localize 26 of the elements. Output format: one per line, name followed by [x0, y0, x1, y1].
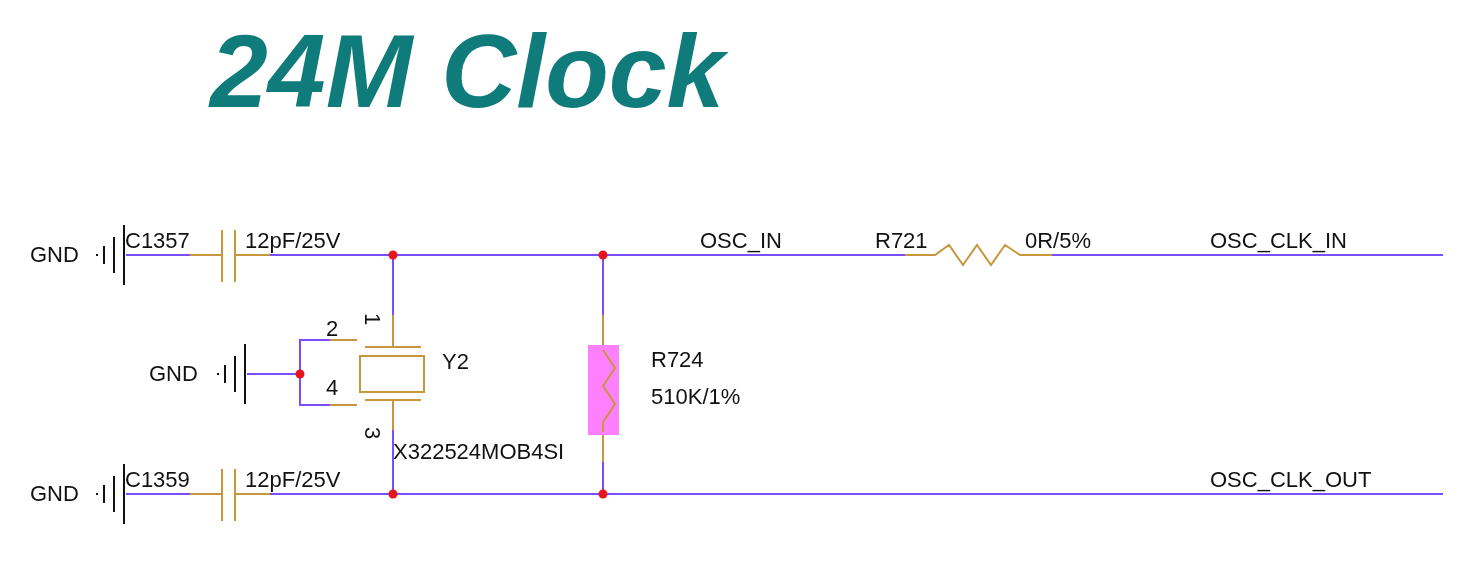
net-label: OSC_IN — [700, 228, 782, 255]
pin-number: 1 — [359, 313, 386, 326]
part-value: 510K/1% — [651, 384, 741, 411]
wire — [246, 339, 331, 406]
part-value: 0R/5% — [1025, 228, 1092, 255]
wire — [125, 493, 191, 495]
net-label: GND — [30, 481, 79, 508]
net-label: GND — [149, 361, 198, 388]
part-designator: Y2 — [442, 349, 469, 376]
resistor-symbol — [586, 315, 620, 462]
part-designator: R724 — [651, 347, 704, 374]
pin-number: 2 — [326, 316, 339, 343]
pin-number: 3 — [359, 427, 386, 440]
part-value: 12pF/25V — [245, 228, 341, 255]
net-label: OSC_CLK_OUT — [1210, 467, 1372, 494]
part-number: X322524MOB4SI — [393, 439, 565, 466]
wire — [1051, 254, 1444, 256]
wire — [125, 254, 191, 256]
part-designator: C1359 — [125, 467, 190, 494]
part-designator: R721 — [875, 228, 928, 255]
part-designator: C1357 — [125, 228, 190, 255]
net-label: OSC_CLK_IN — [1210, 228, 1347, 255]
net-label: GND — [30, 242, 79, 269]
part-value: 12pF/25V — [245, 467, 341, 494]
pin-number: 4 — [326, 375, 339, 402]
wire — [269, 493, 1444, 495]
